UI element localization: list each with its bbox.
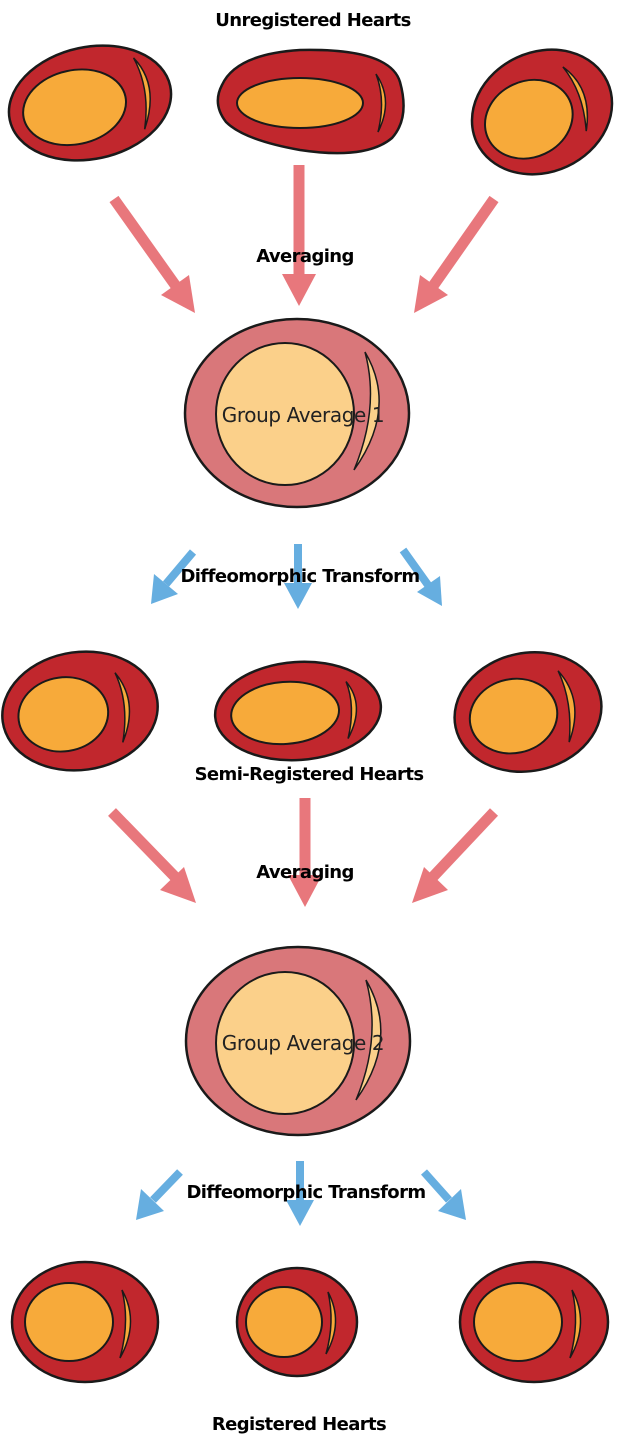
label-unregistered-hearts: Unregistered Hearts xyxy=(215,10,411,31)
label-registered-hearts: Registered Hearts xyxy=(212,1414,386,1435)
unregistered-heart-1 xyxy=(0,31,182,175)
label-averaging-1: Averaging xyxy=(256,246,354,267)
transform-arrow-right-2 xyxy=(424,1172,466,1220)
averaging-arrow-center-2 xyxy=(288,798,322,907)
registered-heart-2 xyxy=(237,1268,357,1376)
semi-registered-heart-1 xyxy=(0,642,165,781)
group-average-1: Group Average 1 xyxy=(185,319,409,507)
label-group-average-2: Group Average 2 xyxy=(222,1031,384,1055)
transform-arrow-left-2 xyxy=(136,1172,180,1220)
label-semi-registered-hearts: Semi-Registered Hearts xyxy=(195,764,424,785)
averaging-arrow-right-1 xyxy=(414,199,494,313)
label-group-average-1: Group Average 1 xyxy=(222,403,384,427)
registered-heart-1 xyxy=(12,1262,158,1382)
unregistered-heart-3 xyxy=(451,27,621,197)
label-transform-1: Diffeomorphic Transform xyxy=(180,566,419,587)
label-averaging-2: Averaging xyxy=(256,862,354,883)
averaging-arrow-center-1 xyxy=(282,165,316,306)
averaging-arrow-right-2 xyxy=(412,812,494,903)
averaging-arrow-left-1 xyxy=(114,199,195,313)
semi-registered-heart-3 xyxy=(443,639,612,785)
unregistered-heart-2 xyxy=(218,50,404,153)
group-average-2: Group Average 2 xyxy=(186,947,410,1135)
registered-heart-3 xyxy=(460,1262,608,1382)
label-transform-2: Diffeomorphic Transform xyxy=(186,1182,425,1203)
averaging-arrow-left-2 xyxy=(112,812,196,903)
semi-registered-heart-2 xyxy=(212,656,384,765)
